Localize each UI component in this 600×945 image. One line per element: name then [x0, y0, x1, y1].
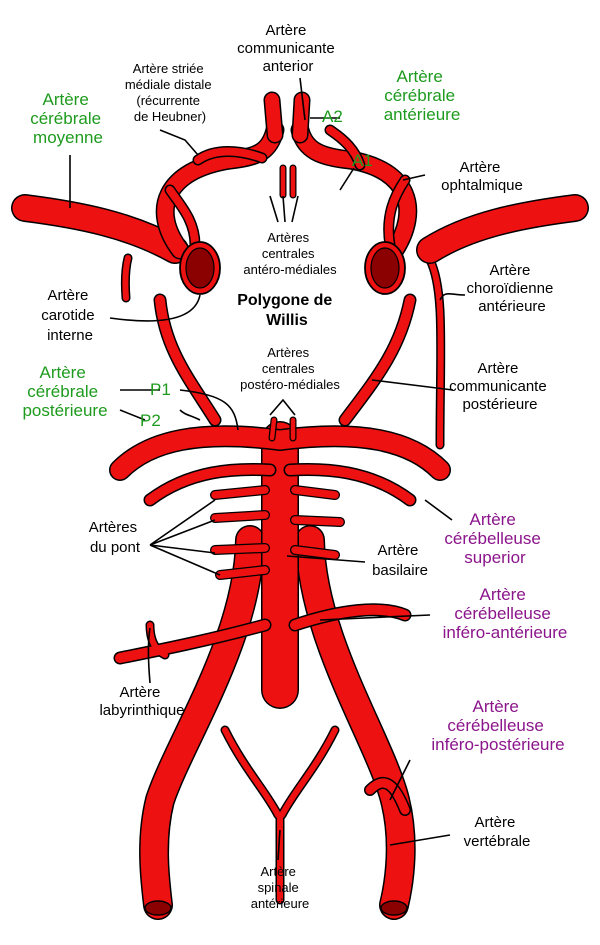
label-vertebrale: Artère vertébrale	[464, 814, 531, 850]
label-basilaire: Artère basilaire	[372, 542, 428, 579]
label-labyrinthique: Artère labyrinthique	[99, 684, 184, 719]
label-striee-mediale: Artère striée médiale distale (récurrent…	[125, 61, 215, 124]
arteries	[11, 91, 589, 920]
label-a1: A1	[352, 151, 373, 170]
label-choroidienne: Artère choroïdienne antérieure	[467, 262, 558, 315]
posterior-inferior-cerebellar-arteries	[364, 777, 411, 816]
anterior-spinal-artery	[220, 725, 340, 905]
superior-cerebellar-arteries	[143, 462, 417, 507]
anterior-inferior-cerebellar-arteries	[113, 603, 412, 665]
label-cerebrale-moyenne: Artère cérébrale moyenne	[30, 90, 106, 147]
vertebral-end-right	[380, 900, 408, 916]
label-cerebelleuse-infero-anterieure: Artère cérébelleuse inféro-antérieure	[443, 585, 568, 642]
diagram-title: Polygone de Willis	[237, 292, 337, 329]
label-cerebelleuse-superior: Artère cérébelleuse superior	[444, 510, 545, 567]
anterior-cerebral-a2	[263, 91, 311, 144]
pontine-arteries	[210, 485, 345, 580]
label-p1: P1	[150, 380, 171, 399]
label-arteres-pont: Artères du pont	[89, 519, 142, 556]
label-spinale-anterieure: Artère spinale antérieure	[251, 864, 310, 911]
posterior-communicating-arteries	[153, 293, 417, 427]
label-centrales-postero: Artères centrales postéro-médiales	[240, 345, 340, 392]
posterior-cerebral-arteries	[109, 425, 451, 481]
label-carotide-interne: Artère carotide interne	[41, 287, 99, 344]
posteromedial-central-vessels	[268, 416, 297, 442]
label-p2: P2	[140, 411, 161, 430]
internal-carotid-left	[179, 241, 221, 295]
label-communicante-anterior: Artère communicante anterior	[237, 22, 339, 75]
vertebral-end-left	[144, 900, 172, 916]
middle-cerebral-arteries	[11, 194, 589, 264]
label-a2: A2	[322, 107, 343, 126]
ophthalmic-arteries	[164, 174, 411, 251]
label-communicante-posterieure: Artère communicante postérieure	[449, 360, 551, 413]
anterior-choroidal-artery	[120, 253, 446, 450]
label-centrales-antero: Artères centrales antéro-médiales	[243, 230, 337, 277]
label-cerebrale-posterieure: Artère cérébrale postérieure	[22, 363, 107, 420]
label-ophtalmique: Artère ophtalmique	[441, 159, 523, 194]
labels: Artère communicante anterior Artère stri…	[22, 22, 567, 911]
leader-lines	[69, 77, 466, 861]
label-cerebrale-anterieure: Artère cérébrale antérieure	[384, 67, 461, 124]
heubner-artery	[192, 124, 366, 171]
internal-carotid-right	[364, 241, 406, 295]
anteromedial-central-vessels	[279, 164, 297, 199]
label-cerebelleuse-infero-posterieure: Artère cérébelleuse inféro-postérieure	[431, 697, 564, 754]
